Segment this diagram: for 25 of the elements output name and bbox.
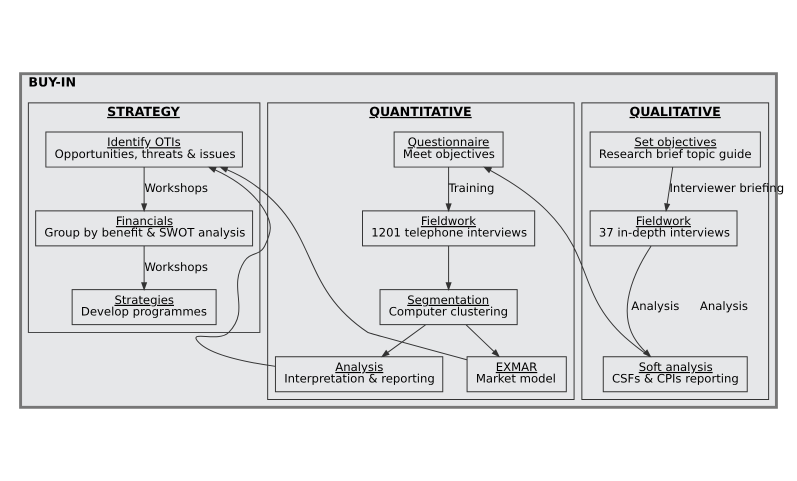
arrow xyxy=(446,166,452,212)
edge-label: Workshops xyxy=(144,180,208,195)
node-box: Fieldwork 1201 telephone interviews xyxy=(362,210,536,246)
arrow xyxy=(219,166,468,360)
arrow xyxy=(466,324,500,358)
arrow xyxy=(482,166,650,358)
node-box: Set objectives Research brief topic guide xyxy=(590,132,761,168)
node-box: Identify OTIs Opportunities, threats & issues xyxy=(45,132,243,168)
node-box: Fieldwork 37 in-depth interviews xyxy=(590,210,738,246)
arrow xyxy=(380,324,426,358)
arrow xyxy=(664,166,674,212)
node-box: Analysis Interpretation & reporting xyxy=(274,356,444,392)
node-box: Soft analysis CSFs & CPIs reporting xyxy=(602,356,748,392)
arrow xyxy=(141,246,148,291)
label: Analysis xyxy=(700,299,748,314)
edge-label: Analysis xyxy=(631,299,680,314)
arrow xyxy=(446,246,452,291)
node-box: Strategies Develop programmes xyxy=(72,289,217,326)
arrow xyxy=(141,166,148,212)
node-box: Financials Group by benefit & SWOT analysis xyxy=(35,210,254,246)
node-box: EXMAR Market model xyxy=(466,356,567,392)
node-box: Questionnaire Meet objectives xyxy=(394,132,504,168)
node-box: Segmentation Computer clustering xyxy=(380,289,518,326)
arrow xyxy=(196,166,276,367)
edge-label: Workshops xyxy=(144,260,208,274)
